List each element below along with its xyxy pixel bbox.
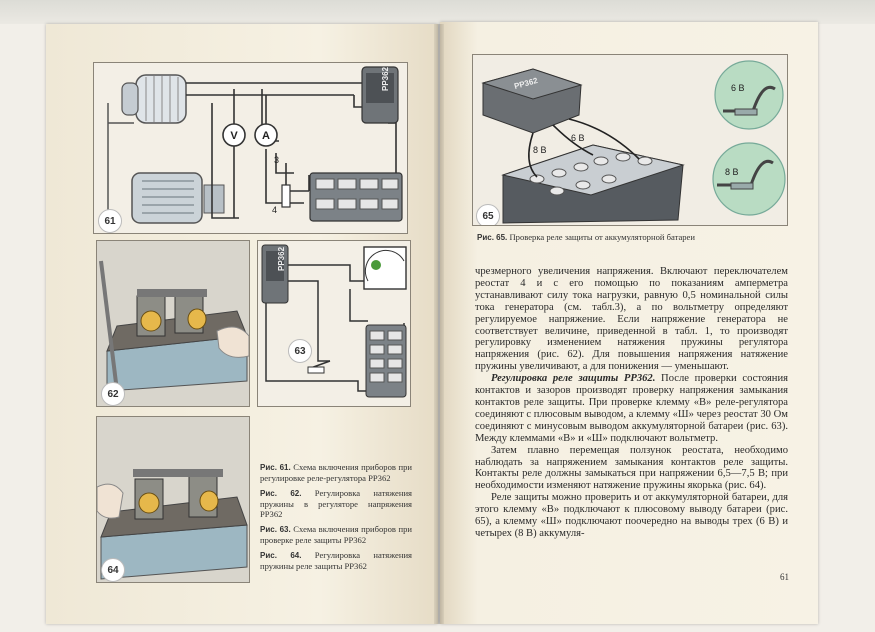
figure-64: 64 xyxy=(96,416,250,583)
body-text: чрезмерного увеличения напряжения. Включ… xyxy=(475,266,788,540)
caption-62: Рис. 62. Регулировка натяжения пружины в… xyxy=(260,488,412,519)
figure-63-number: 63 xyxy=(288,339,312,363)
paragraph-1: чрезмерного увеличения напряжения. Включ… xyxy=(475,266,788,373)
label-8v-inset: 8 В xyxy=(725,167,739,177)
page-number: 61 xyxy=(780,572,789,582)
paragraph-3: Затем плавно перемещая ползунок реостата… xyxy=(475,444,788,492)
ammeter-label: A xyxy=(262,130,270,142)
figure-62-number: 62 xyxy=(101,382,125,406)
label-6v-left: 6 В xyxy=(571,133,585,143)
figure-61-schematic: V A 3 4 РР362 xyxy=(107,66,403,224)
caption-63: Рис. 63. Схема включения приборов при пр… xyxy=(260,524,412,545)
paragraph-2: Регулировка реле защиты РР362. После про… xyxy=(475,373,788,444)
figure-62-illustration xyxy=(97,241,249,406)
voltmeter-label: V xyxy=(230,130,238,142)
figure-63: РР362 63 xyxy=(257,240,411,407)
background xyxy=(0,0,875,24)
figure-65-illustration: РР362 8 В 6 В 6 В 8 В xyxy=(481,60,786,224)
caption-64: Рис. 64. Регулировка натяжения пружины р… xyxy=(260,550,412,571)
label-6v-inset: 6 В xyxy=(731,83,745,93)
book-gutter xyxy=(434,24,444,624)
label-8v-left: 8 В xyxy=(533,145,547,155)
point-3-label: 3 xyxy=(274,155,279,165)
left-captions: Рис. 61. Схема включения приборов при ре… xyxy=(260,462,412,576)
figure-62: 62 xyxy=(96,240,250,407)
caption-61: Рис. 61. Схема включения приборов при ре… xyxy=(260,462,412,483)
regulator-label-63: РР362 xyxy=(277,246,286,271)
figure-64-illustration xyxy=(97,417,249,582)
point-4-label: 4 xyxy=(272,205,277,215)
paragraph-4: Реле защиты можно проверить и от аккумул… xyxy=(475,492,788,539)
figure-63-schematic: РР362 xyxy=(261,244,407,398)
regulator-label-61: РР362 xyxy=(381,66,390,91)
figure-65-number: 65 xyxy=(476,204,500,225)
figure-61-number: 61 xyxy=(98,209,122,233)
section-heading: Регулировка реле защиты РР362. xyxy=(491,373,656,385)
caption-65: Рис. 65. Проверка реле защиты от аккумул… xyxy=(477,232,695,242)
figure-61: V A 3 4 РР362 61 xyxy=(93,62,408,234)
figure-64-number: 64 xyxy=(101,558,125,582)
figure-65: РР362 8 В 6 В 6 В 8 В xyxy=(472,54,788,226)
